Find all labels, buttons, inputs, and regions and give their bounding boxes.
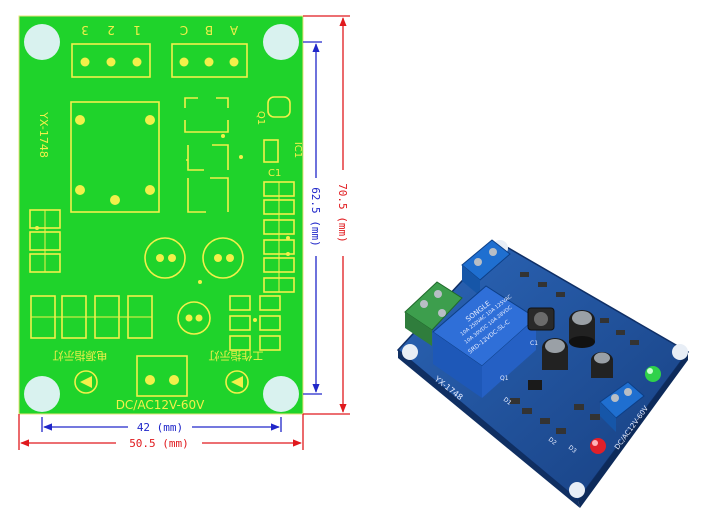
work-led-label: 工作指示灯 <box>209 349 264 363</box>
dimension-lines: 42 (mm) 50.5 (mm) 62.5 (mm) 70.5 (mm) <box>18 15 350 450</box>
inner-height-label: 62.5 (mm) <box>309 187 322 247</box>
c1-label: C1 <box>268 168 281 179</box>
photo-q1-label: Q1 <box>500 375 509 382</box>
mounting-hole-br <box>263 376 299 412</box>
voltage-label: DC/AC12V-60V <box>116 398 205 412</box>
photo-blue-terminal-top <box>461 239 511 296</box>
smd-left-column <box>29 209 61 273</box>
smd-bottom-row <box>30 295 281 351</box>
photo-blue-terminal-power <box>599 381 645 432</box>
model-silkscreen: YX-1748 <box>37 111 50 158</box>
mounting-hole-tr <box>263 24 299 60</box>
terminal-block-123: 1 2 3 <box>71 23 151 78</box>
outer-height-label: 70.5 (mm) <box>336 183 349 243</box>
led-footprints <box>74 370 249 394</box>
terminal-label-a: A <box>229 23 238 37</box>
terminal-label-c: C <box>180 23 188 37</box>
smd-right-column <box>263 181 295 293</box>
pcb-board <box>18 15 304 415</box>
product-photo: SONGLE 10A 250VAC 10A 125VAC 10A 30VDC 1… <box>396 239 690 508</box>
photo-leds <box>590 366 661 454</box>
photo-pcb <box>396 241 690 502</box>
terminal-label-3: 3 <box>81 23 89 37</box>
ic1-footprint: IC1 <box>239 139 303 163</box>
photo-inductor <box>527 307 555 331</box>
terminal-label-2: 2 <box>107 23 115 37</box>
q1-footprint: Q1 <box>184 96 291 138</box>
power-terminal <box>136 355 188 397</box>
photo-d3-label: D3 <box>567 444 578 455</box>
power-led-label: 电源指示灯 <box>53 349 108 363</box>
photo-c1-label: C1 <box>530 340 538 347</box>
ic1-label: IC1 <box>292 142 303 158</box>
terminal-label-b: B <box>205 23 213 37</box>
outer-width-label: 50.5 (mm) <box>129 437 189 450</box>
photo-capacitors <box>542 310 613 378</box>
q1-label: Q1 <box>255 111 266 125</box>
smd-center: C1 <box>186 144 281 213</box>
mounting-hole-tl <box>24 24 60 60</box>
photo-smd-parts <box>510 272 639 434</box>
photo-green-terminal <box>404 281 463 346</box>
terminal-block-abc: A B C <box>171 23 248 78</box>
capacitor-footprints <box>144 237 244 335</box>
photo-d1-label: D1 <box>502 396 513 407</box>
mounting-hole-bl <box>24 376 60 412</box>
inner-width-label: 42 (mm) <box>137 421 183 434</box>
relay-footprint <box>70 101 160 213</box>
photo-d2-label: D2 <box>547 436 558 447</box>
terminal-label-1: 1 <box>133 23 141 37</box>
pcb-layout: 1 2 3 A B C YX-1748 Q1 <box>18 15 304 415</box>
